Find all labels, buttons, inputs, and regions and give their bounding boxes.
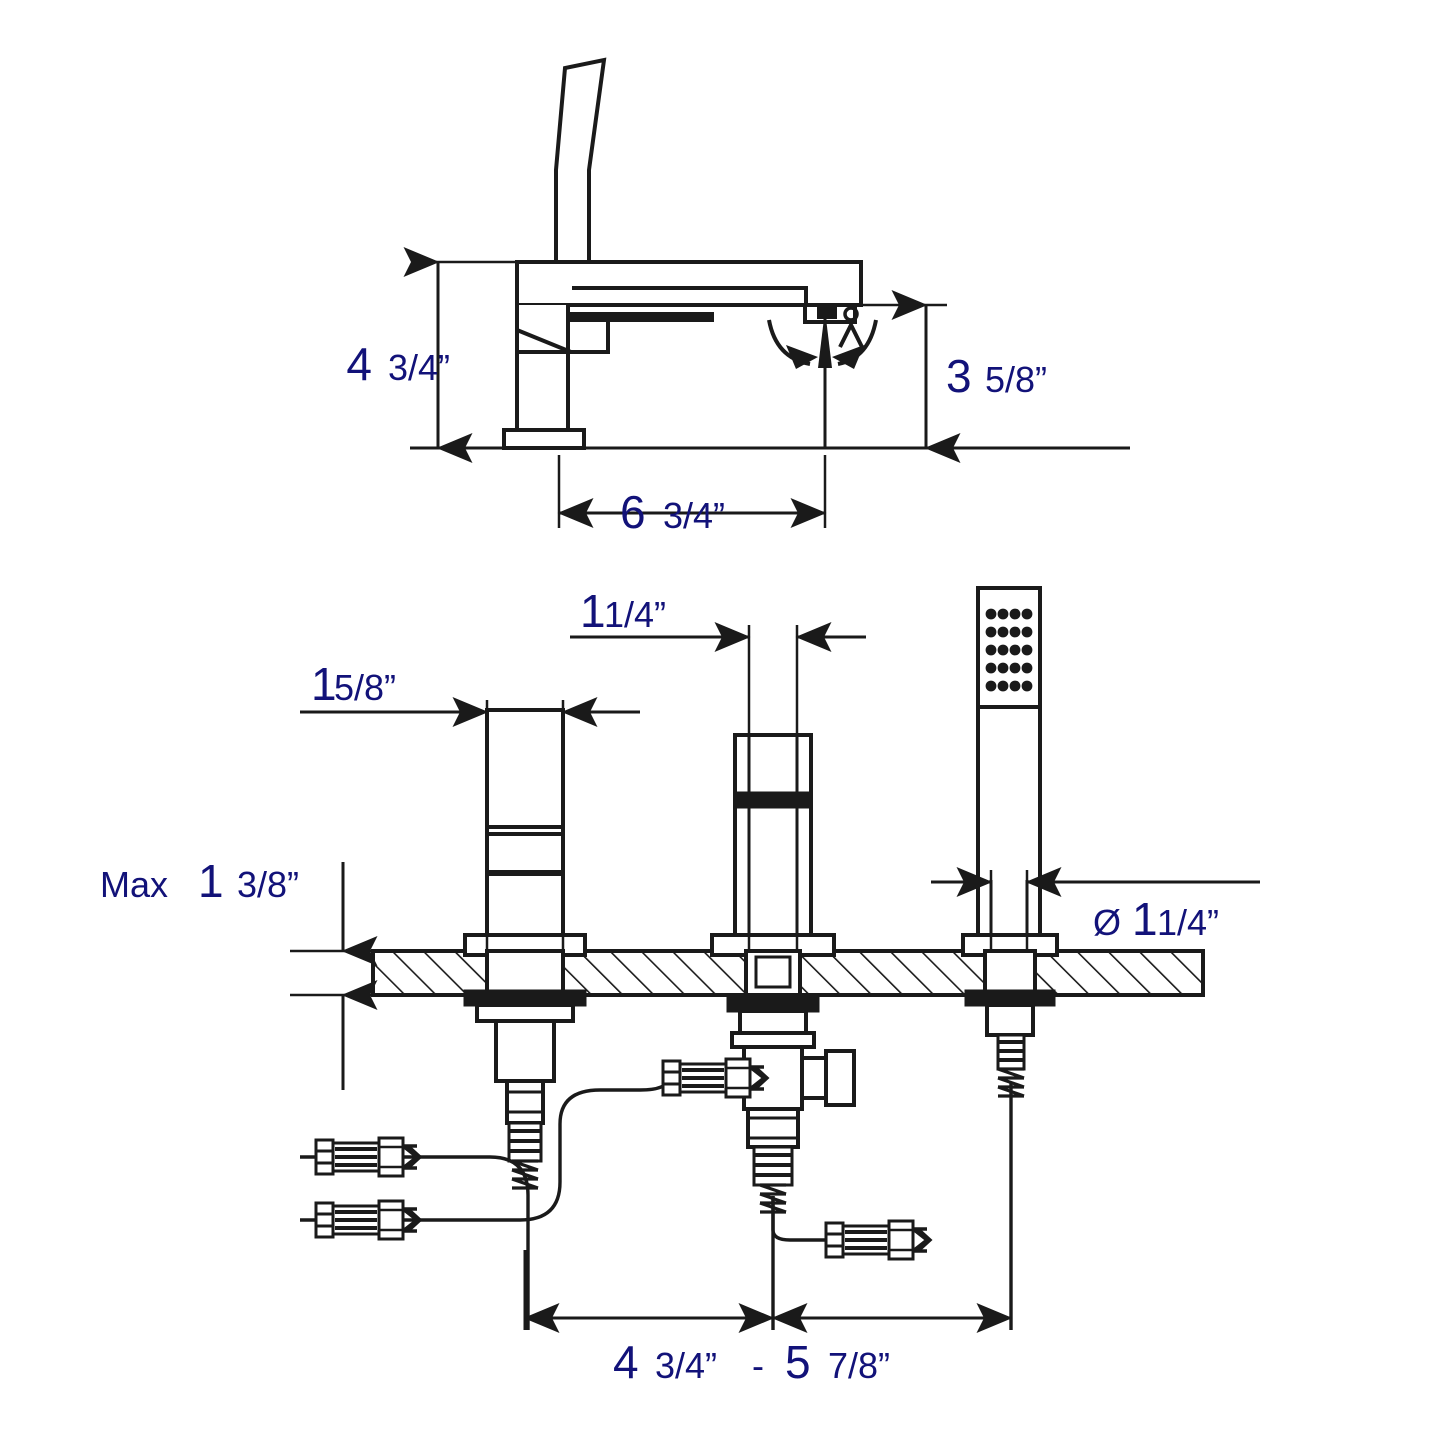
dimension-spout-width-whole: 1 [580, 585, 606, 637]
spout-body-geometry [502, 260, 863, 450]
dimension-handshower-diameter: Ø 1 1/4” [931, 867, 1260, 952]
dimension-spout-reach-height-whole: 3 [946, 350, 972, 402]
dimension-spout-reach-fraction: 3/4” [663, 495, 725, 536]
handheld-shower-wand [961, 586, 1059, 1098]
dimension-handshower-diameter-whole: 1 [1132, 893, 1158, 945]
dimension-deck-thickness-prefix: Max [100, 864, 168, 905]
hose-connector-center [661, 1057, 769, 1099]
dimension-center-spread-a-fraction: 3/4” [655, 1345, 717, 1386]
dimension-spout-height: 4 3/4” [346, 247, 530, 463]
elevation-view: 4 3/4” 3 5/8” 6 3/4” [346, 57, 1130, 538]
spray-face-holes [985, 608, 1033, 692]
diverter-valve-body [742, 1045, 856, 1214]
water-flow-swivel-symbol [767, 305, 878, 448]
dimension-deck-thickness: Max 1 3/8” [100, 855, 378, 1090]
tub-spout-column [710, 733, 836, 1049]
dimension-handle-width-whole: 1 [311, 658, 337, 710]
dimension-center-spread: 4 3/4” - 5 7/8” [523, 1250, 1013, 1388]
dimension-handshower-diameter-symbol: Ø [1093, 902, 1121, 943]
flexible-supply-hoses [300, 1077, 1013, 1330]
dimension-deck-thickness-fraction: 3/8” [237, 864, 299, 905]
mixing-valve-handle [463, 708, 587, 1190]
dimension-center-spread-separator: - [752, 1345, 764, 1386]
hose-connector-right [824, 1219, 932, 1261]
hose-connector-left-upper [314, 1136, 422, 1178]
dimension-spout-reach: 6 3/4” [557, 455, 827, 538]
dimension-spout-reach-height-fraction: 5/8” [985, 359, 1047, 400]
dimension-handshower-diameter-fraction: 1/4” [1157, 902, 1219, 943]
dimension-handle-width: 1 5/8” [300, 658, 640, 952]
section-view: 1 5/8” 1 1/4” Max 1 3/8” [100, 585, 1260, 1388]
dimension-center-spread-b-whole: 5 [785, 1336, 811, 1388]
dimension-spout-width: 1 1/4” [570, 585, 866, 952]
dimension-center-spread-a-whole: 4 [613, 1336, 639, 1388]
dimension-deck-thickness-whole: 1 [198, 855, 224, 907]
dimension-center-spread-b-fraction: 7/8” [828, 1345, 890, 1386]
dimension-spout-reach-height: 3 5/8” [836, 290, 1047, 463]
dimension-spout-width-fraction: 1/4” [604, 594, 666, 635]
lever-handle-geometry [554, 57, 607, 264]
dimension-spout-reach-whole: 6 [620, 486, 646, 538]
dimension-handle-width-fraction: 5/8” [334, 667, 396, 708]
hose-connector-left-lower [314, 1199, 422, 1241]
dimension-spout-height-whole: 4 [346, 338, 372, 390]
dimension-spout-height-fraction: 3/4” [388, 347, 450, 388]
